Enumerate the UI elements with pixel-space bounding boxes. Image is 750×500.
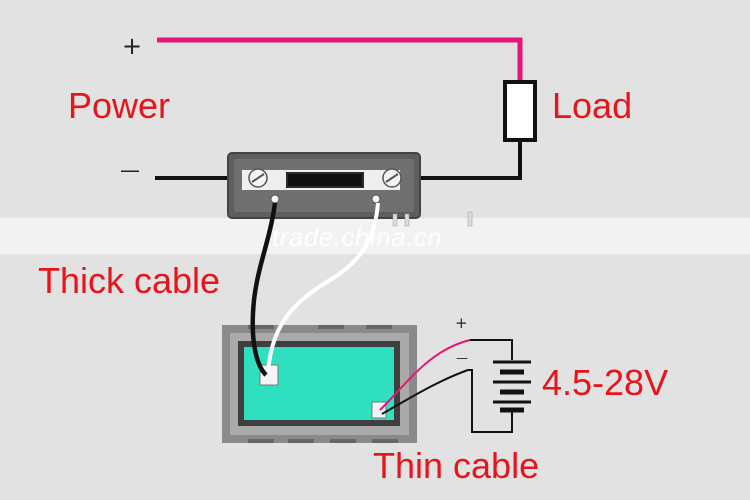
battery-symbol <box>493 360 531 413</box>
power-label: Power <box>68 85 171 126</box>
battery-plus-sign: + <box>455 314 468 332</box>
shunt <box>227 152 421 219</box>
power-plus-sign: + <box>122 32 143 60</box>
positive-wire <box>157 37 523 82</box>
watermark-text: trade.china.cn <box>272 222 443 252</box>
battery-plus-wire <box>470 339 513 360</box>
meter <box>222 325 417 443</box>
load-return-wire <box>400 140 522 180</box>
power-minus-sign: — <box>120 158 140 182</box>
thick-cable-label: Thick cable <box>38 260 221 301</box>
load-resistor <box>503 80 537 142</box>
thin-cable-label: Thin cable <box>373 445 540 486</box>
battery-minus-sign: — <box>456 351 468 365</box>
thin-cable-connector <box>371 401 387 419</box>
thick-cable-white <box>266 202 380 373</box>
battery-minus-wire <box>468 369 513 433</box>
thick-cable-black <box>250 202 278 377</box>
load-label: Load <box>552 85 633 126</box>
thin-cable-pink <box>379 339 471 411</box>
thin-cable-black <box>381 369 469 415</box>
voltage-label: 4.5-28V <box>542 362 669 403</box>
